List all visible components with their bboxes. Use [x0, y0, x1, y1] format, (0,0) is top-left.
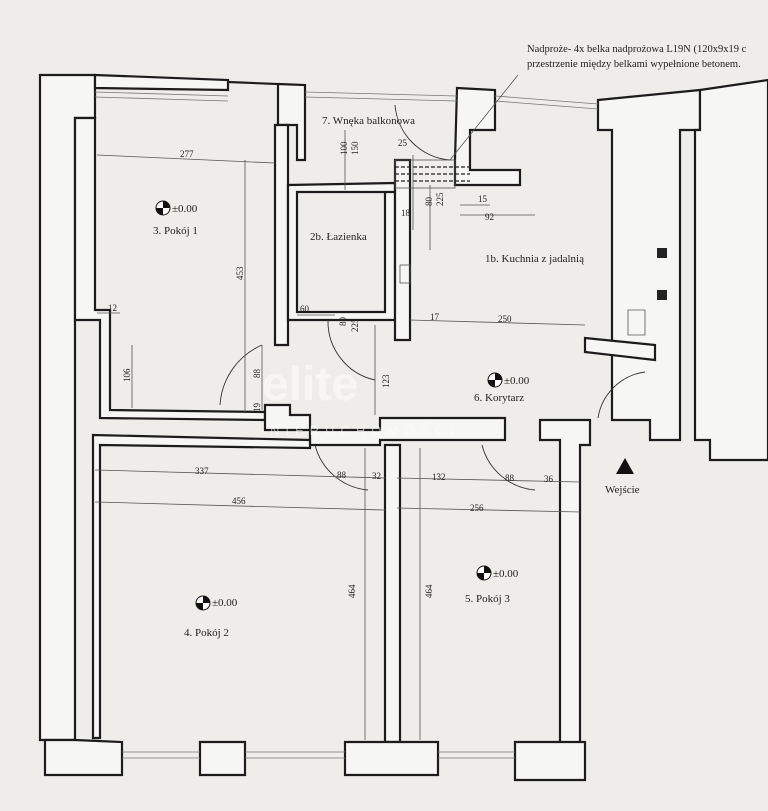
dim-label: 106	[122, 368, 132, 382]
wall-bottom	[43, 738, 124, 777]
dimension-labels: 277 453 12 106 88 19 100 150 25 80 225 1…	[108, 138, 554, 598]
dim-label: 25	[398, 138, 408, 148]
dim-label: 80	[338, 317, 348, 327]
dim-label: 88	[337, 470, 347, 480]
elevation-corridor: ±0.00	[504, 375, 530, 387]
dim-label: 123	[381, 374, 391, 388]
dim-label: 18	[401, 208, 411, 218]
wall-bottom-pillar1	[198, 740, 247, 777]
room-label-bathroom: 2b. Łazienka	[310, 231, 367, 243]
doors	[219, 104, 646, 491]
dim-label: 36	[544, 474, 554, 484]
dim-label: 19	[252, 403, 262, 413]
dim-label: 80	[424, 197, 434, 207]
wall-bottom-pillar2	[343, 740, 440, 777]
windows	[94, 91, 599, 759]
elevation-markers	[155, 200, 503, 611]
dim-label: 464	[347, 584, 357, 598]
wall-room2	[91, 433, 312, 740]
dim-label: 32	[372, 471, 381, 481]
dim-label: 100	[339, 141, 349, 155]
wall-kitchen-left	[393, 158, 412, 342]
dim-label: 150	[350, 141, 360, 155]
dim-label: 456	[232, 496, 246, 506]
room-label-room2: 4. Pokój 2	[184, 627, 229, 639]
room-label-room1: 3. Pokój 1	[153, 225, 198, 237]
dim-label: 12	[108, 303, 117, 313]
wall-bottom-pillar3	[513, 740, 587, 782]
wall-right-outer	[693, 78, 768, 462]
top-wall-left	[93, 73, 230, 92]
pillar-left	[227, 80, 307, 162]
dim-label: 337	[195, 466, 209, 476]
dim-label: 60	[300, 304, 310, 314]
watermark-brand: elite	[262, 358, 358, 411]
lintel-note-line1: Nadproże- 4x belka nadprożowa L19N (120x…	[527, 44, 747, 55]
entrance-arrow-icon	[616, 458, 634, 474]
elevation-room3: ±0.00	[493, 568, 519, 580]
elevation-room1: ±0.00	[172, 203, 198, 215]
wall-room2-room3	[383, 443, 402, 744]
dim-label: 17	[430, 312, 440, 322]
wall-room1-right	[273, 123, 290, 347]
dim-label: 88	[505, 473, 515, 483]
room-label-kitchen: 1b. Kuchnia z jadalnią	[485, 253, 584, 265]
dim-label: 250	[498, 314, 512, 324]
dim-label: 225	[350, 318, 360, 332]
elevation-room2: ±0.00	[212, 597, 238, 609]
wall-corridor-right	[538, 418, 592, 747]
room-label-corridor: 6. Korytarz	[474, 392, 524, 404]
watermark-sub: NIERUCHOMOŚCI	[270, 423, 460, 438]
entrance-label: Wejście	[605, 484, 640, 496]
dim-label: 15	[478, 194, 488, 204]
room-label-balcony: 7. Wnęka balkonowa	[322, 115, 415, 127]
dim-label: 132	[432, 472, 446, 482]
room-label-room3: 5. Pokój 3	[465, 593, 510, 605]
wall-kitchen-bottom	[583, 336, 657, 362]
dim-label: 225	[435, 192, 445, 206]
lintel-beams	[394, 74, 519, 189]
dim-label: 92	[485, 212, 494, 222]
lintel-note-line2: przestrzenie między belkami wypełnione b…	[527, 59, 741, 70]
dim-label: 464	[424, 584, 434, 598]
dim-label: 256	[470, 503, 484, 513]
dimension-lines	[94, 130, 586, 740]
kitchen-fixtures	[399, 248, 667, 336]
dim-label: 453	[235, 266, 245, 280]
wall-bath-top	[286, 181, 397, 322]
dim-label: 277	[180, 149, 194, 159]
dim-label: 88	[252, 369, 262, 379]
wall-corridor-bottom	[263, 403, 507, 447]
